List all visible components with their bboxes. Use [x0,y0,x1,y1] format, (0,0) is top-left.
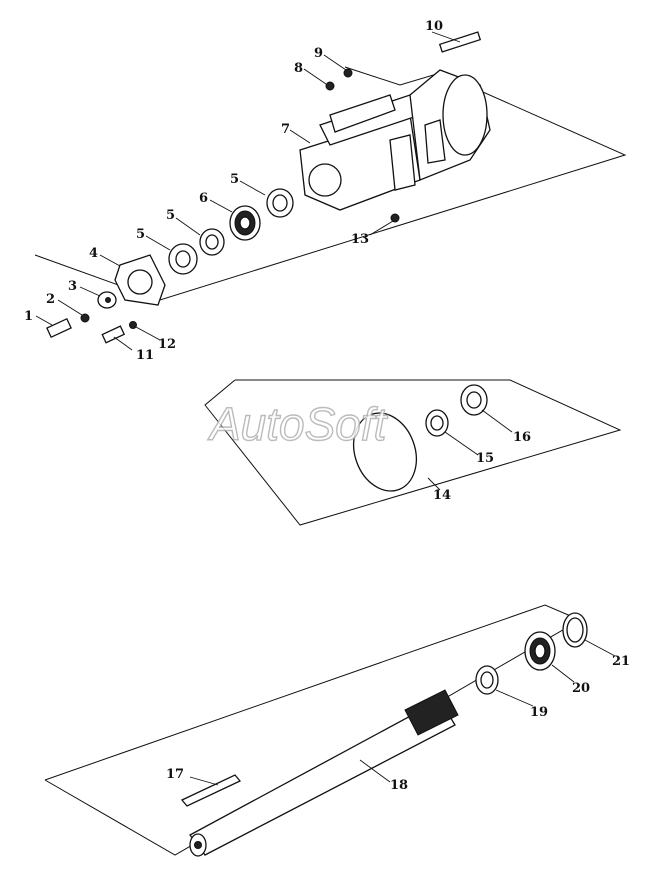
callout-17: 17 [166,767,184,782]
callout-5c: 5 [230,172,239,187]
bearing-part-20 [524,631,556,671]
callout-5a: 5 [136,227,145,242]
callout-4: 4 [89,246,98,261]
callout-10: 10 [425,19,443,34]
callout-7: 7 [281,122,290,137]
callout-16: 16 [513,430,531,445]
circlip-part-21 [562,612,588,648]
washer-part-2 [80,313,90,323]
nut-part-8 [325,81,335,91]
washer-part-5-lower [168,243,198,275]
plate-part-3 [97,291,117,309]
callout-12: 12 [158,337,176,352]
bolt-part-11 [101,325,126,344]
callout-11: 11 [136,348,154,363]
callout-6: 6 [199,191,208,206]
callout-14: 14 [433,488,451,503]
callout-13: 13 [351,232,369,247]
callout-8: 8 [294,61,303,76]
washer-part-5-middle [199,228,225,256]
housing-part-7 [299,69,491,211]
washer-part-19 [475,665,499,695]
callout-labels: 1 2 3 4 5 5 6 5 7 8 9 10 11 12 13 14 15 … [24,19,630,793]
washer-part-5-upper [266,188,294,218]
middle-assembly-frame [204,379,622,526]
nut-part-12 [129,321,137,329]
callout-2: 2 [46,292,55,307]
bearing-part-6 [229,205,261,241]
callout-5b: 5 [166,208,175,223]
watermark-text: AutoSoft [207,398,389,450]
stud-part-10 [431,31,482,53]
key-part-17 [180,774,242,807]
gasket-part-14 [353,412,441,492]
leader-lines [35,54,616,786]
lower-assembly-frame [44,604,582,856]
callout-15: 15 [476,451,494,466]
callout-20: 20 [572,681,590,696]
seal-part-16 [460,384,488,416]
washer-part-9 [343,68,353,78]
bolt-part-1 [46,317,72,339]
callout-19: 19 [530,705,548,720]
callout-21: 21 [612,654,630,669]
callout-1: 1 [24,309,33,324]
flange-cover-part-4 [114,254,166,306]
bolt-part-13 [390,213,400,223]
callout-3: 3 [68,279,77,294]
washer-part-15 [425,409,449,437]
callout-9: 9 [314,46,323,61]
shaft-part-18 [189,689,459,857]
callout-18: 18 [390,778,408,793]
